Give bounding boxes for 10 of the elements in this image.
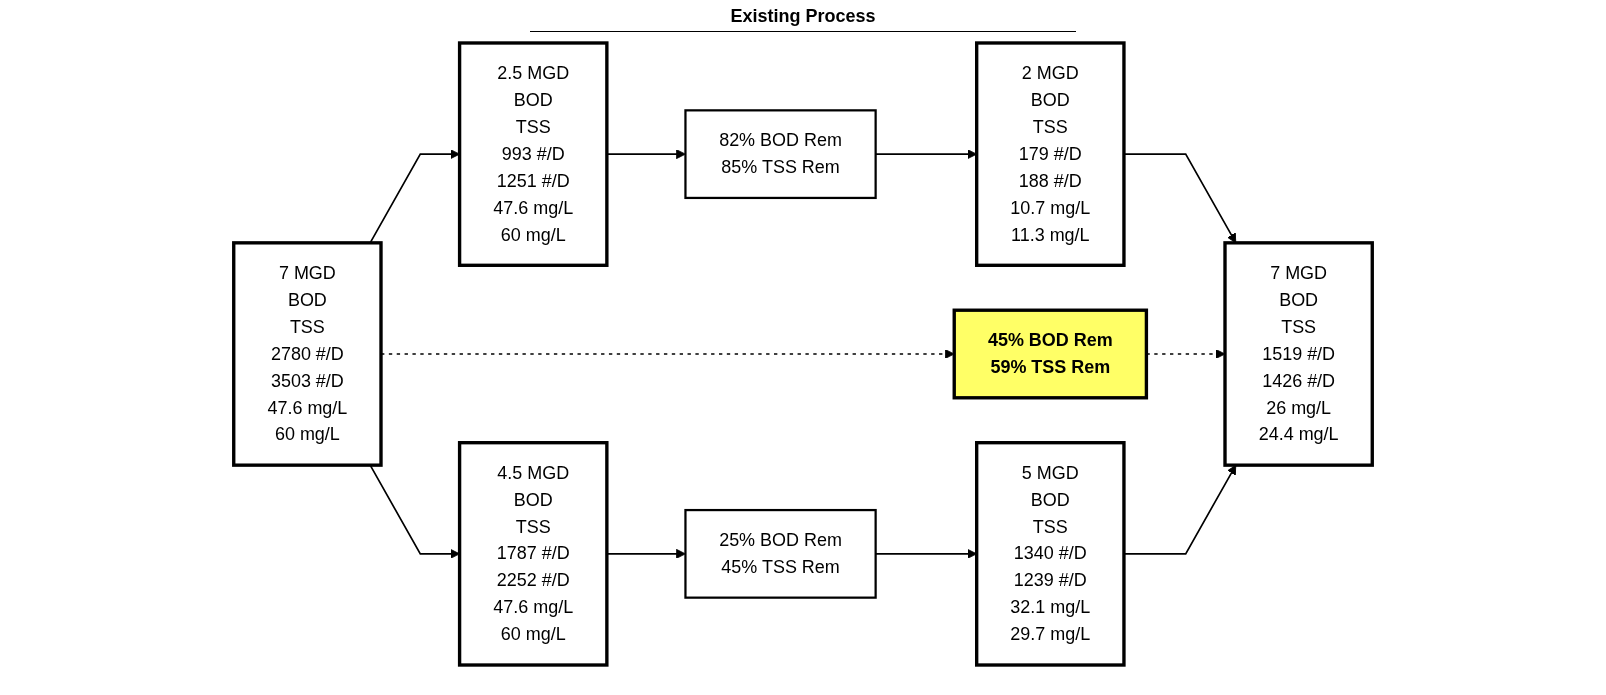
node-box: 7 MGD BOD TSS 1519 #/D 1426 #/D 26 mg/L 24.4 mg/L [1223, 241, 1374, 467]
node-box: 5 MGD BOD TSS 1340 #/D 1239 #/D 32.1 mg/L 29.7 mg/L [975, 441, 1126, 667]
node-box: 82% BOD Rem 85% TSS Rem [684, 109, 877, 200]
node-box: 45% BOD Rem 59% TSS Rem [952, 308, 1149, 400]
node-box: 25% BOD Rem 45% TSS Rem [684, 508, 877, 599]
section-heading: Existing Process [530, 6, 1076, 32]
node-box: 2.5 MGD BOD TSS 993 #/D 1251 #/D 47.6 mg/L 60 mg/L [457, 41, 609, 267]
node-box: 2 MGD BOD TSS 179 #/D 188 #/D 10.7 mg/L 11.3 mg/L [975, 41, 1126, 267]
node-box: 4.5 MGD BOD TSS 1787 #/D 2252 #/D 47.6 mg/L 60 mg/L [457, 441, 609, 667]
node-box: 7 MGD BOD TSS 2780 #/D 3503 #/D 47.6 mg/L 60 mg/L [232, 241, 383, 467]
